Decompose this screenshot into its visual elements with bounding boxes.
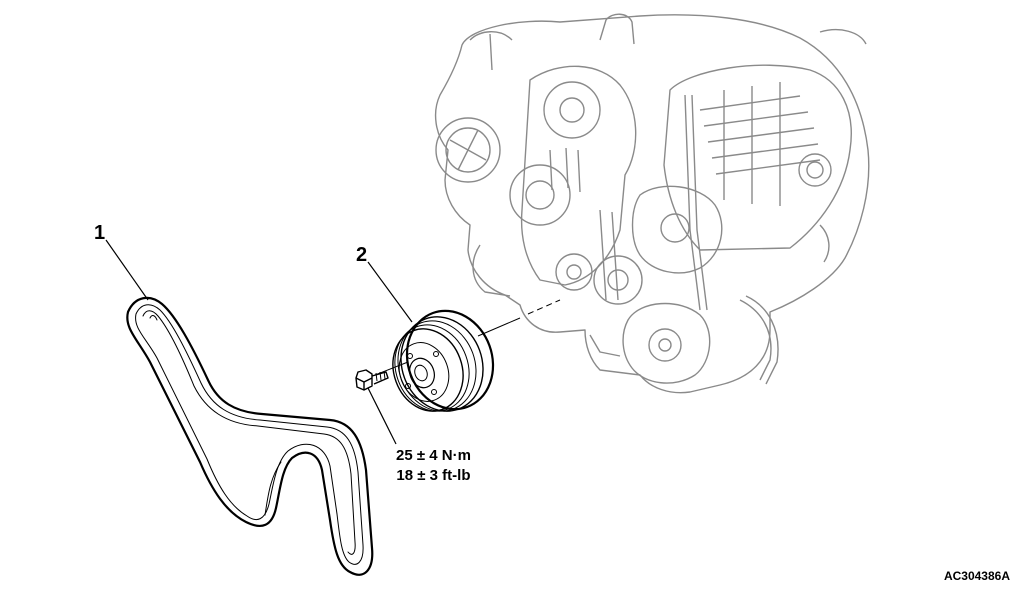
pulley-bolt-icon [355, 369, 389, 391]
crankshaft-pulley-icon [392, 309, 495, 412]
figure-id: AC304386A [943, 569, 1010, 583]
leader-line-2 [367, 261, 413, 323]
leader-line-1 [105, 239, 149, 301]
part-callout-1: 1 [94, 222, 106, 244]
leader-line-torque [367, 387, 397, 445]
torque-metric: 25 ± 4 N·m [396, 447, 471, 464]
part-callout-2: 2 [356, 244, 368, 266]
torque-imperial: 18 ± 3 ft-lb [396, 467, 471, 484]
drive-belt-icon [126, 296, 374, 576]
engine-block-icon [434, 13, 870, 394]
leader-lines [105, 239, 413, 445]
torque-specification: 25 ± 4 N·m 18 ± 3 ft-lb [396, 446, 471, 486]
